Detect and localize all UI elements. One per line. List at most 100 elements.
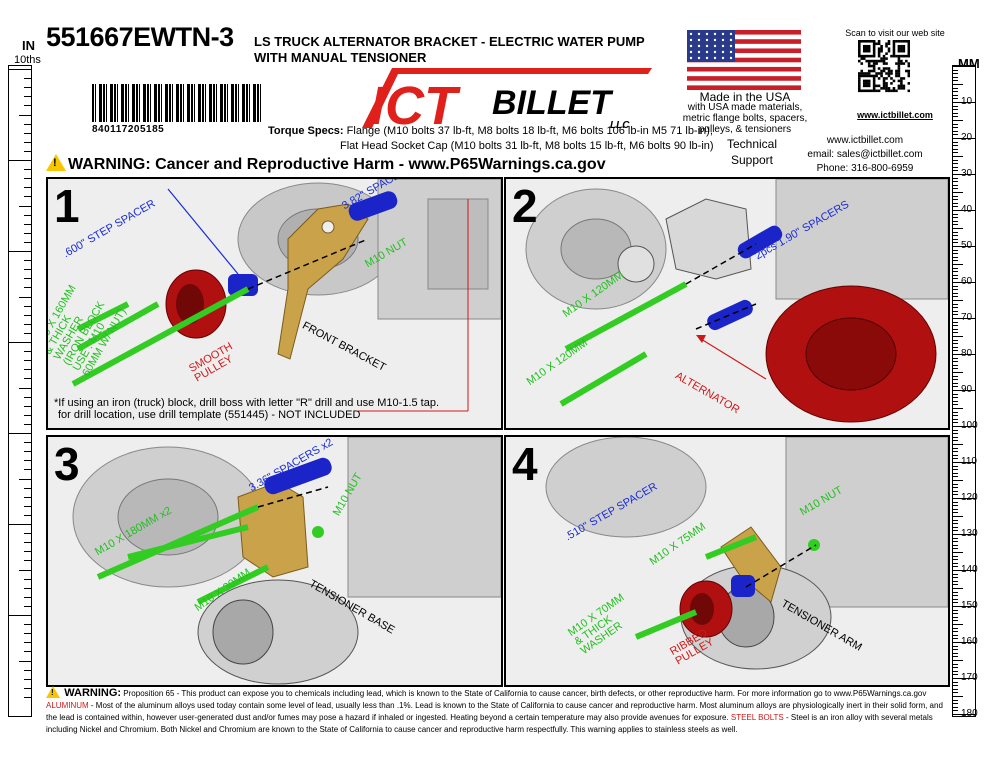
qr-module xyxy=(885,57,888,60)
part-number: 551667EWTN-3 xyxy=(46,22,234,52)
inch-tick xyxy=(9,342,31,343)
qr-module xyxy=(862,40,866,43)
mm-tick xyxy=(953,375,958,377)
qr-module xyxy=(882,54,886,58)
mm-tick xyxy=(953,343,958,345)
flag-star xyxy=(697,38,701,42)
qr-module xyxy=(860,40,864,43)
mm-tick xyxy=(953,213,958,215)
qr-module xyxy=(897,72,901,75)
qr-module xyxy=(858,79,861,83)
qr-module xyxy=(877,49,881,53)
mm-tick xyxy=(953,494,958,496)
drill-note-line1: *If using an iron (truck) block, drill b… xyxy=(54,397,440,409)
qr-module xyxy=(880,59,883,63)
inch-tick xyxy=(24,396,31,398)
mm-tick xyxy=(953,714,975,715)
inch-tick xyxy=(24,442,31,444)
mm-tick xyxy=(953,642,975,643)
qr-module xyxy=(862,49,866,53)
inch-tick xyxy=(24,496,31,498)
qr-module xyxy=(872,74,876,78)
inch-tick xyxy=(24,78,31,80)
qr-module xyxy=(872,89,876,93)
qr-module xyxy=(867,64,871,68)
qr-module xyxy=(867,44,871,48)
logo-ict-text: ICT xyxy=(370,76,461,132)
step-panel-3: 3 M10 X 180MM x2 3.36" SPACERS x2 M10 NU… xyxy=(46,435,503,687)
mm-ruler-number: 100 xyxy=(961,420,978,431)
qr-website-link[interactable]: www.ictbillet.com xyxy=(857,110,933,120)
qr-module xyxy=(872,87,876,90)
qr-module xyxy=(902,54,906,58)
inch-tick xyxy=(24,505,31,507)
mm-tick xyxy=(953,206,958,208)
flag-star xyxy=(689,44,693,48)
mm-tick xyxy=(953,289,958,291)
mm-ruler-number: 20 xyxy=(961,132,973,143)
email-link[interactable]: email: sales@ictbillet.com xyxy=(807,149,923,160)
qr-module xyxy=(907,47,910,51)
torque-specs-line1: Torque Specs: Flange (M10 bolts 37 lb-ft… xyxy=(268,125,713,137)
inch-tick xyxy=(24,360,31,362)
qr-module xyxy=(867,74,871,78)
mm-tick xyxy=(953,692,958,694)
flag-star xyxy=(697,56,701,60)
qr-module xyxy=(887,40,891,43)
step-number-3: 3 xyxy=(54,438,80,490)
qr-module xyxy=(897,87,901,90)
qr-module xyxy=(865,49,869,53)
qr-module xyxy=(895,40,898,43)
inch-tick xyxy=(24,551,31,553)
mm-ruler-number: 170 xyxy=(961,672,978,683)
inch-tick xyxy=(19,478,31,480)
qr-module xyxy=(872,82,876,85)
qr-module xyxy=(862,82,866,85)
qr-module xyxy=(907,42,910,46)
mm-tick xyxy=(953,426,975,427)
flag-star xyxy=(705,38,709,42)
flag-stripe xyxy=(687,48,801,54)
qr-module xyxy=(867,82,871,85)
qr-module xyxy=(860,57,864,60)
website-link[interactable]: www.ictbillet.com xyxy=(826,135,904,146)
inch-tick xyxy=(24,487,31,489)
flag-stripe xyxy=(687,71,801,77)
mm-tick xyxy=(953,606,975,607)
mm-tick xyxy=(953,404,958,406)
mm-tick xyxy=(953,354,975,355)
qr-module xyxy=(858,84,861,88)
qr-module xyxy=(870,40,873,43)
mm-tick xyxy=(953,570,975,571)
mm-tick xyxy=(953,156,963,157)
qr-code[interactable] xyxy=(858,40,910,98)
phone-number[interactable]: Phone: 316-800-6959 xyxy=(816,163,914,174)
mm-tick xyxy=(953,228,963,229)
qr-module xyxy=(900,82,903,85)
inch-tick xyxy=(24,178,31,180)
qr-module xyxy=(870,74,873,78)
qr-module xyxy=(870,54,873,58)
qr-module xyxy=(877,54,881,58)
qr-module xyxy=(887,87,891,90)
mm-tick xyxy=(953,418,958,420)
qr-module xyxy=(872,77,876,80)
made-in-usa-details: with USA made materials, metric flange b… xyxy=(682,102,808,135)
mm-ruler-number: 60 xyxy=(961,276,973,287)
mm-tick xyxy=(953,141,958,143)
flag-star xyxy=(705,44,709,48)
qr-module xyxy=(885,72,888,75)
qr-module xyxy=(902,49,906,53)
mm-ruler-number: 180 xyxy=(961,708,978,719)
mm-tick xyxy=(953,210,975,211)
flag-star xyxy=(721,38,725,42)
mm-tick xyxy=(953,123,958,125)
mm-tick xyxy=(953,278,958,280)
flag-star xyxy=(721,50,725,54)
flag-star xyxy=(713,44,717,48)
inch-tick xyxy=(24,451,31,453)
qr-module xyxy=(872,54,876,58)
qr-module xyxy=(902,77,906,80)
inch-tick xyxy=(19,387,31,389)
qr-module xyxy=(858,52,861,55)
